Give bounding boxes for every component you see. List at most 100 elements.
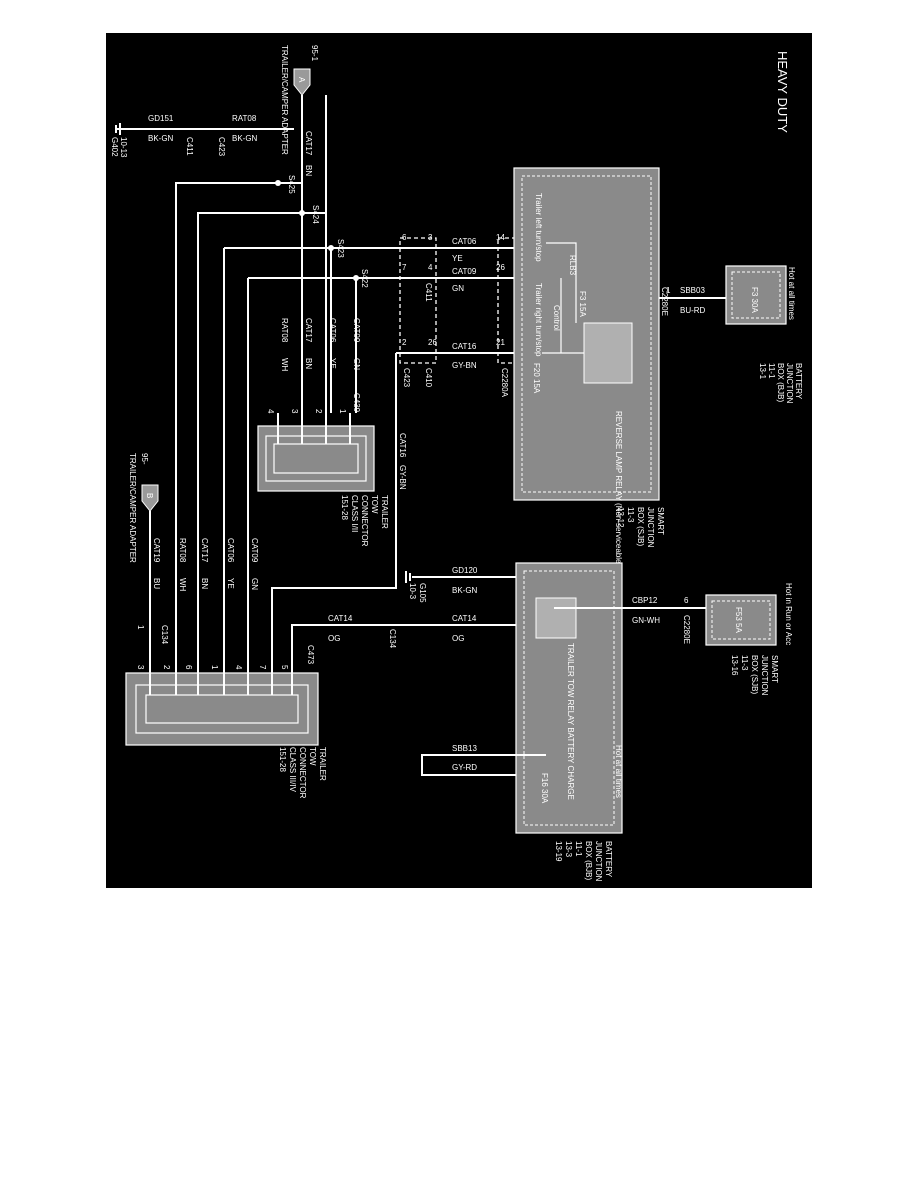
- bjb-top-line-0: BATTERY: [794, 363, 803, 400]
- trailer7-line-2: CONNECTOR: [360, 495, 369, 547]
- wire-cat06-label: CAT06: [452, 237, 477, 246]
- trailer7-pin-3: 1: [338, 409, 347, 414]
- trailer7-wire-3-color: GN: [352, 358, 361, 370]
- ground-bottom-page: 10-3: [408, 583, 417, 600]
- bjb-bottom-line-4: 13-3: [564, 841, 573, 858]
- wire-cat17-label: CAT17: [304, 131, 313, 156]
- bottom-wire-1-color: WH: [178, 578, 187, 592]
- wire-cat16-label: CAT16: [452, 342, 477, 351]
- pin-6: 6: [402, 233, 407, 242]
- trailer7-line-3: CLASS I/II: [350, 495, 359, 532]
- sjb-top-line-3: 11-3: [626, 507, 635, 523]
- wire-cat09-color: GN: [452, 284, 464, 293]
- sjb-top-control: Control: [552, 305, 561, 331]
- trailer7-pin-2: 2: [314, 409, 323, 414]
- bottom-adapter-pin: B: [145, 493, 154, 498]
- pin-4: 4: [428, 263, 433, 272]
- trailer7-line-0: TRAILER: [380, 495, 389, 529]
- splice-s425: S425: [287, 175, 296, 194]
- ground-bottom-color: BK-GN: [452, 586, 478, 595]
- cat16-vertical-circuit: CAT16: [398, 433, 407, 458]
- ground-top-color: BK-GN: [148, 134, 174, 143]
- sjb-top-line-2: BOX (SJB): [636, 507, 645, 546]
- trailer7-wire-0-circuit: RAT08: [280, 318, 289, 343]
- pin-1-bjb: 1: [666, 286, 671, 295]
- ground-top-ground: G402: [110, 137, 119, 157]
- sjb-top-fuse-f3: F3 15A: [578, 291, 587, 317]
- top-adapter: A 95-1 TRAILER/CAMPER ADAPTER: [280, 45, 319, 155]
- bottom-wire-2-color: BN: [200, 578, 209, 589]
- splice-s422: S422: [360, 269, 369, 288]
- sjb-top-line-0: SMART: [656, 507, 665, 535]
- trailer7-line-4: 151-28: [340, 495, 349, 520]
- wire-cat09-label: CAT09: [452, 267, 477, 276]
- bjb-bottom-fuse: F16 30A: [540, 773, 549, 804]
- top-adapter-name: TRAILER/CAMPER ADAPTER: [280, 45, 289, 155]
- pin-7: 7: [402, 263, 407, 272]
- pin-1-c134: 1: [136, 625, 145, 630]
- sjb-bottom-note: Hot in Run or Acc: [784, 583, 793, 645]
- bjb-bottom-line-5: 13-19: [554, 841, 563, 862]
- bjb-bottom-line-3: 11-1: [574, 841, 583, 857]
- wire-sbb03-label: SBB03: [680, 286, 705, 295]
- cat14-left-circuit: CAT14: [328, 614, 353, 623]
- trailer-class-line-3: CLASS III/IV: [288, 747, 297, 793]
- sjb-top-relay: REVERSE LAMP RELAY (Non-serviceable): [614, 411, 623, 567]
- ground-top-circuit: GD151: [148, 114, 174, 123]
- pin-26b: 26: [428, 338, 437, 347]
- sjb-bottom-line-1: JUNCTION: [760, 655, 769, 696]
- bottom-adapter-ref: 95-: [140, 453, 149, 465]
- bottom-wire-4-color: GN: [250, 578, 259, 590]
- bjb-top-fuse: F3 30A: [750, 287, 759, 313]
- connector-c2280a-label: C2280A: [500, 368, 509, 398]
- bjb-top-line-2: BOX (BJB): [776, 363, 785, 402]
- bjb-bottom-note: Hot at all times: [614, 745, 623, 798]
- trailer-class-line-1: TOW: [308, 747, 317, 766]
- trailer7-wire-2-circuit: CAT06: [328, 318, 337, 343]
- trailer7-line-1: TOW: [370, 495, 379, 514]
- ground-top-conn1: C411: [185, 137, 194, 156]
- ground-top-conn2: C423: [217, 137, 226, 157]
- ground-top: G402 10-13 GD151 BK-GN C411 C423 RAT08 B…: [110, 114, 294, 158]
- trailer7-wire-3-circuit: CAT09: [352, 318, 361, 343]
- ground-top-color2: BK-GN: [232, 134, 258, 143]
- trailer-class-line-0: TRAILER: [318, 747, 327, 781]
- bottom-wire-1-circuit: RAT08: [178, 538, 187, 563]
- connector-c410-label: C410: [424, 368, 433, 388]
- trailer-class-line-2: CONNECTOR: [298, 747, 307, 799]
- pin-21: 21: [496, 338, 505, 347]
- connector-c2280e-label: C2280E: [660, 287, 669, 316]
- connector-c411-outline: [399, 237, 437, 364]
- wire-cat17-color: BN: [304, 165, 313, 176]
- bjb-top-note: Hot at all times: [787, 267, 796, 320]
- sjb-top-fuse-f20: F20 15A: [532, 363, 541, 394]
- bjb-bottom-line-2: BOX (BJB): [584, 841, 593, 880]
- sbb13-color: GY-RD: [452, 763, 477, 772]
- bottom-pin-4: 4: [234, 665, 243, 670]
- sjb-bottom: F53 5A Hot in Run or Acc SMART JUNCTION …: [705, 583, 793, 696]
- cbp12-conn: C2280E: [682, 615, 691, 644]
- diagram-canvas: HEAVY DUTY A 95-1 TRAILER/CAMPER ADAPTER…: [110, 45, 803, 882]
- sjb-top-line-4: 13-12: [616, 507, 625, 528]
- bottom-wire-3-circuit: CAT06: [226, 538, 235, 563]
- pin-14: 14: [496, 233, 505, 242]
- trailer7-pin-1: 3: [290, 409, 299, 414]
- bjb-top-line-1: JUNCTION: [785, 363, 794, 404]
- trailer7-wire-2-color: YE: [328, 358, 337, 369]
- cat16-vertical-color: GY-BN: [398, 465, 407, 490]
- wire-cat16-color: GY-BN: [452, 361, 477, 370]
- sjb-bottom-fuse: F53 5A: [734, 607, 743, 633]
- ground-bottom-circuit: GD120: [452, 566, 478, 575]
- bottom-wire-2-circuit: CAT17: [200, 538, 209, 563]
- cbp12-circuit: CBP12: [632, 596, 658, 605]
- connector-c411-label: C411: [424, 283, 433, 302]
- sjb-top-left-turn: Trailer left turn/stop: [534, 193, 543, 262]
- sjb-top: REVERSE LAMP RELAY (Non-serviceable) Tra…: [513, 167, 665, 567]
- pin-3: 3: [428, 233, 433, 242]
- trailer7-wire-1-color: BN: [304, 358, 313, 369]
- trailer-connector-class-i-ii: RAT08 WH CAT17 BN CAT06 YE CAT09 GN 4 3 …: [257, 318, 389, 547]
- bottom-adapter: B 95- TRAILER/CAMPER ADAPTER: [128, 453, 159, 673]
- wire-sbb03-color: BU-RD: [680, 306, 706, 315]
- trailer7-wire-1-circuit: CAT17: [304, 318, 313, 343]
- ground-bottom: G105 10-3 GD120 BK-GN: [405, 566, 516, 603]
